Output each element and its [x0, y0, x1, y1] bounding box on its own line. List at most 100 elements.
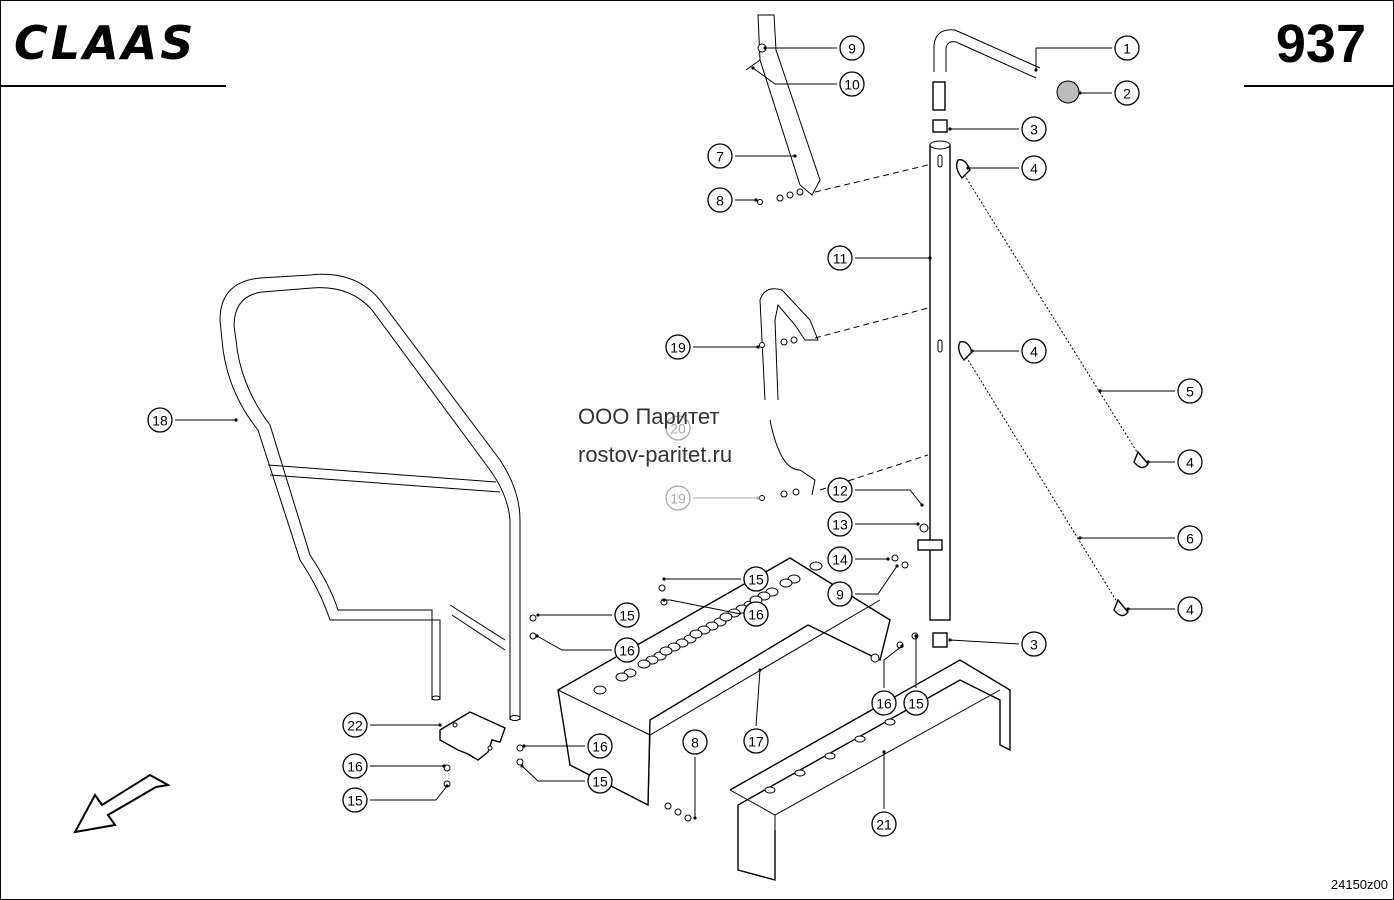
leader-tip [1078, 536, 1082, 540]
callout-number: 21 [876, 817, 892, 833]
callout-12: 12 [827, 477, 853, 503]
callout-number: 15 [619, 608, 635, 624]
callout-4: 4 [1177, 449, 1203, 475]
callout-19: 19 [665, 334, 691, 360]
callout-18: 18 [147, 407, 173, 433]
callout-circle [1177, 525, 1203, 551]
callout-14: 14 [827, 546, 853, 572]
step-hole [615, 672, 629, 682]
callout-circle [587, 733, 613, 759]
callout-11: 11 [827, 245, 853, 271]
leader-tip [966, 166, 970, 170]
leader-tip [1146, 460, 1150, 464]
callout-circle [342, 787, 368, 813]
callout-15: 15 [587, 768, 613, 794]
callout-circle [665, 415, 691, 441]
callout-circle [1114, 35, 1140, 61]
callout-number: 16 [619, 643, 635, 659]
step-hole [659, 646, 673, 656]
callout-number: 5 [1186, 384, 1194, 400]
callout-16: 16 [342, 753, 368, 779]
callout-circle [1114, 80, 1140, 106]
callout-number: 16 [876, 696, 892, 712]
part-bracket-19 [759, 288, 819, 496]
watermark-site: rostov-paritet.ru [578, 442, 733, 467]
part-hardware [443, 188, 943, 822]
bracket-hole [854, 735, 866, 743]
part-chain-5 [955, 159, 1149, 469]
callout-number: 19 [670, 340, 686, 356]
callout-number: 18 [152, 413, 168, 429]
callout-number: 2 [1123, 86, 1131, 102]
callout-15: 15 [614, 602, 640, 628]
callout-circle [147, 407, 173, 433]
leader-tip [756, 496, 760, 500]
leader-line-16 [883, 645, 903, 688]
callout-16: 16 [871, 690, 897, 716]
callout-19: 19 [665, 485, 691, 511]
callout-10: 10 [839, 71, 865, 97]
leader-line-12 [855, 489, 923, 506]
leader-tip [662, 598, 666, 602]
watermark: ООО Паритет rostov-paritet.ru [578, 398, 732, 474]
callout-13: 13 [827, 511, 853, 537]
leader-tip [970, 349, 974, 353]
callout-number: 4 [1186, 602, 1194, 618]
callout-2: 2 [1114, 80, 1140, 106]
leader-tip [1126, 607, 1130, 611]
part-lever-1 [932, 29, 1080, 111]
bracket-hole [764, 786, 776, 794]
leader-tip [793, 154, 797, 158]
leader-tip [916, 522, 920, 526]
leader-line-16 [536, 635, 612, 651]
callout-circle [827, 245, 853, 271]
watermark-company: ООО Паритет [578, 404, 720, 429]
leader-tip [895, 564, 899, 568]
callout-number: 15 [592, 774, 608, 790]
leader-tip [693, 816, 697, 820]
callout-number: 11 [833, 251, 848, 267]
callout-circle [1021, 338, 1047, 364]
callout-circle [903, 690, 929, 716]
callout-circle [614, 602, 640, 628]
callout-9: 9 [839, 35, 865, 61]
callout-circle [827, 546, 853, 572]
bracket-hole [884, 718, 896, 726]
callout-number: 13 [832, 517, 848, 533]
callout-number: 1 [1123, 41, 1131, 57]
callout-number: 15 [748, 572, 764, 588]
header-rule-right [1244, 85, 1394, 87]
callout-21: 21 [871, 811, 897, 837]
callout-number: 15 [347, 793, 363, 809]
callout-number: 12 [832, 483, 848, 499]
leader-tip [754, 198, 758, 202]
callout-circle [827, 477, 853, 503]
callout-4: 4 [1021, 338, 1047, 364]
leader-line-17 [755, 669, 761, 727]
callout-number: 7 [716, 149, 724, 165]
callout-number: 17 [748, 734, 764, 750]
leader-tip [536, 613, 540, 617]
callout-circle [839, 35, 865, 61]
leader-tip [1034, 68, 1038, 72]
callout-17: 17 [743, 728, 769, 754]
callout-1: 1 [1114, 35, 1140, 61]
callout-circle [1021, 116, 1047, 142]
step-hole [719, 612, 733, 622]
callout-circle [743, 728, 769, 754]
callout-circle [587, 768, 613, 794]
callout-circle [1177, 449, 1203, 475]
callout-number: 8 [691, 735, 699, 751]
leader-tip [920, 503, 924, 507]
callout-number: 9 [848, 41, 856, 57]
callout-circle [682, 729, 708, 755]
callout-number: 3 [1030, 122, 1038, 138]
step-hole [593, 685, 607, 695]
callout-number: 19 [670, 491, 686, 507]
leader-tip [900, 644, 904, 648]
brand-logo: CLAAS [14, 16, 197, 70]
callout-4: 4 [1021, 155, 1047, 181]
callout-number: 10 [844, 77, 860, 93]
